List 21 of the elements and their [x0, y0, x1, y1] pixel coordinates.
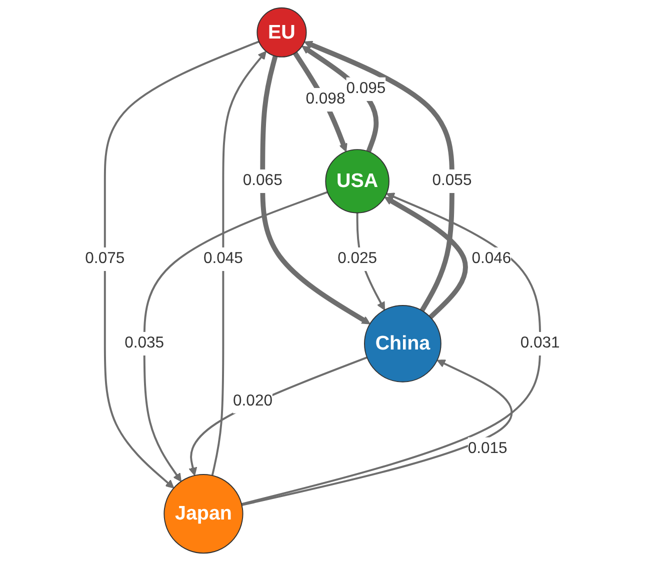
arrow — [241, 192, 542, 506]
circle-node: USA — [325, 149, 390, 214]
circle-node: EU — [256, 7, 307, 58]
circle-node: Japan — [164, 474, 244, 554]
arrow — [384, 196, 468, 320]
arrow — [242, 360, 512, 506]
edge-label: 0.065 — [242, 169, 282, 194]
arrow — [260, 55, 370, 324]
edge-label: 0.095 — [346, 77, 386, 101]
edge-label: 0.098 — [306, 88, 346, 112]
arrow — [304, 40, 454, 312]
circle-node: China — [364, 304, 442, 382]
arrow — [211, 50, 266, 476]
edge-label: 0.055 — [432, 169, 472, 194]
edge-label: 0.025 — [338, 247, 378, 271]
edge-label: 0.045 — [203, 247, 243, 271]
arrow — [104, 40, 260, 488]
edge-label: 0.075 — [85, 247, 125, 271]
edge-label: 0.031 — [520, 332, 560, 356]
edge-label: 0.035 — [124, 332, 164, 356]
arrow — [143, 191, 328, 482]
